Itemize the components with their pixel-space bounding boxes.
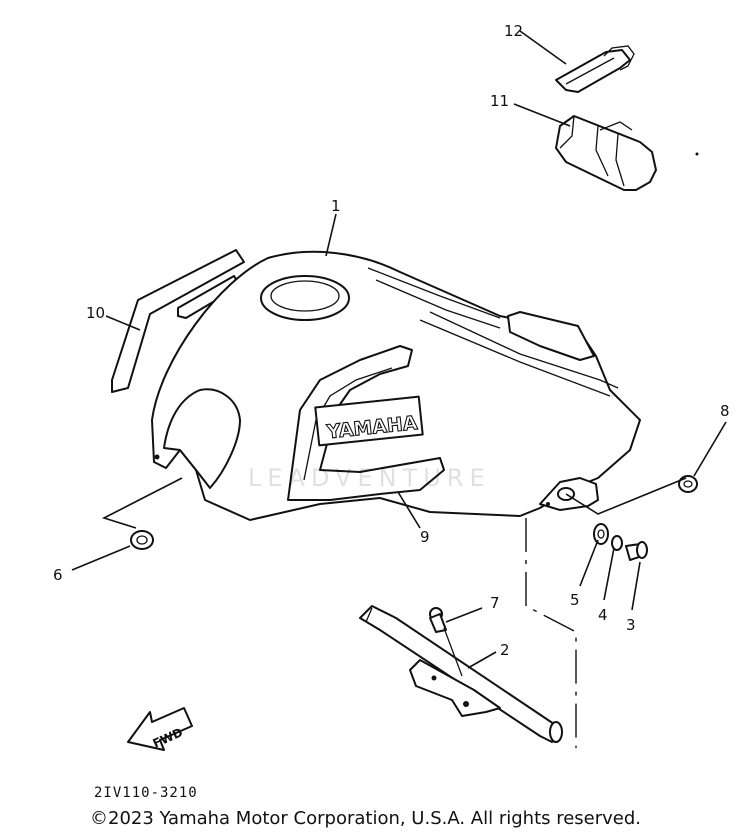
callout-9: 9 [420, 528, 430, 546]
diagram-part-code: 2IV110-3210 [94, 785, 198, 801]
callout-5: 5 [570, 591, 580, 609]
callout-7: 7 [490, 594, 500, 612]
callout-1: 1 [331, 197, 341, 215]
strap-part-12 [555, 45, 635, 93]
callout-6: 6 [53, 566, 63, 584]
screw-part-3 [625, 541, 648, 561]
callout-2: 2 [500, 641, 510, 659]
lock-washer-part-4 [611, 535, 623, 551]
forward-arrow-icon: FWD [127, 707, 193, 751]
callout-3: 3 [626, 616, 636, 634]
copyright-notice: ©2023 Yamaha Motor Corporation, U.S.A. A… [90, 808, 642, 829]
side-stripe-part-10 [111, 249, 245, 393]
callout-8: 8 [720, 402, 730, 420]
watermark: LEADVENTURE [248, 464, 491, 492]
fuel-tank-part-1: YAMAHA [151, 250, 641, 521]
grommet-part-6 [130, 530, 154, 550]
washer-part-5 [593, 523, 609, 545]
grommet-part-8 [678, 475, 698, 493]
callout-12: 12 [504, 22, 523, 40]
bolt-part-7 [429, 607, 463, 677]
callout-10: 10 [86, 304, 105, 322]
bracket-part-2 [359, 605, 563, 743]
callout-4: 4 [598, 606, 608, 624]
tool-bag-part-11 [555, 115, 699, 191]
callout-11: 11 [490, 92, 509, 110]
leader-lines [71, 30, 727, 748]
